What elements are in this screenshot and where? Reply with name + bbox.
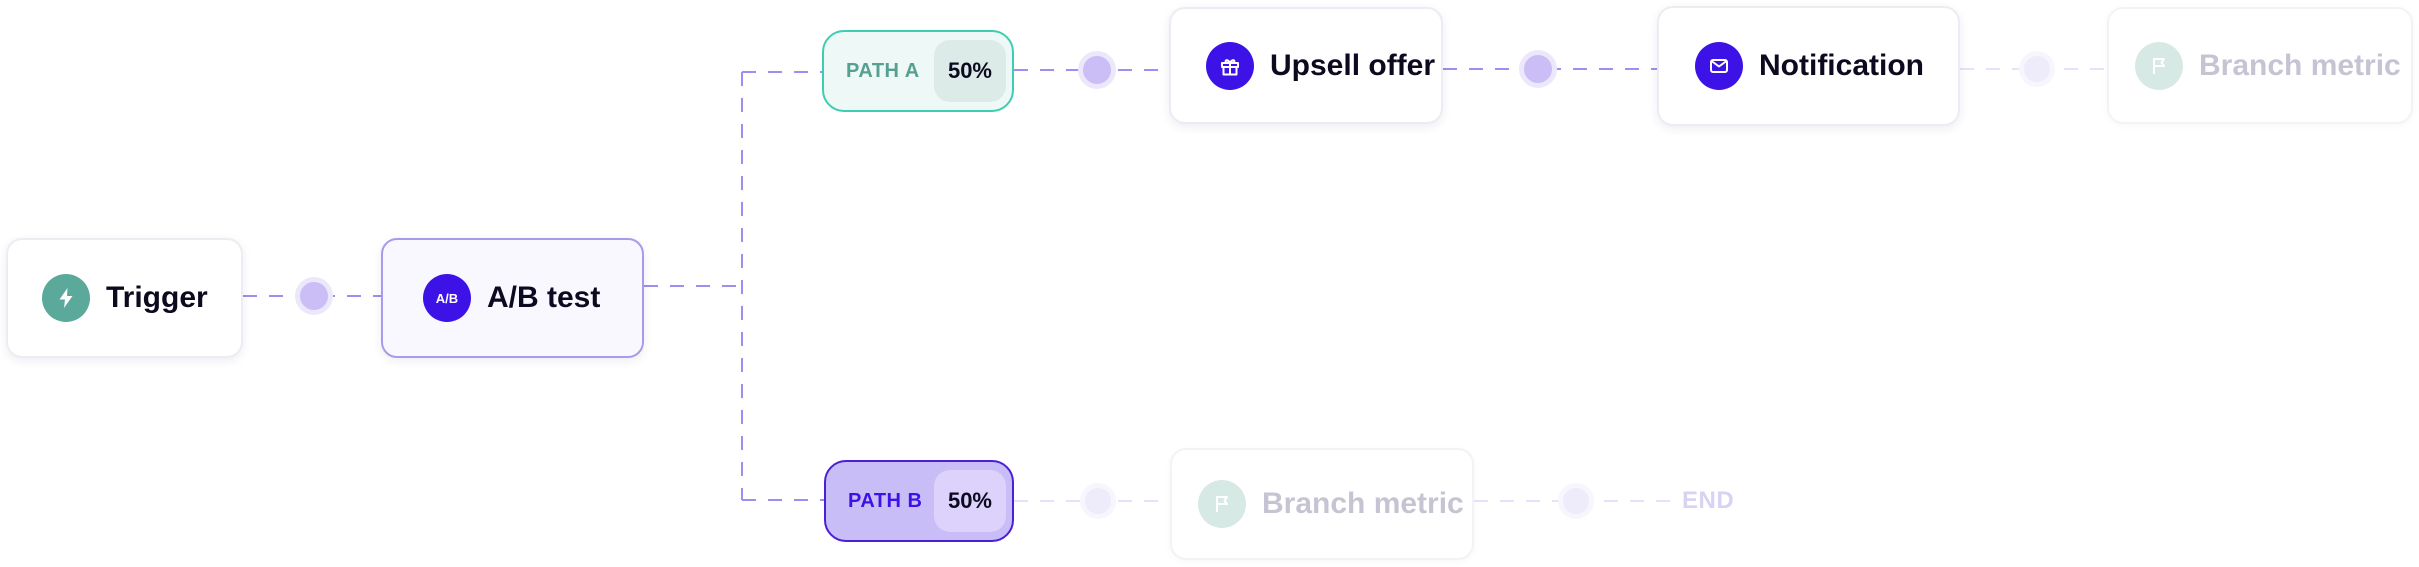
connector-dot[interactable] <box>1080 483 1116 519</box>
flag-icon <box>2135 41 2183 90</box>
path-b-pill[interactable]: PATH B 50% <box>824 460 1014 542</box>
connector-dot[interactable] <box>1078 51 1116 89</box>
connector-dot[interactable] <box>1519 50 1557 88</box>
flag-icon <box>1198 480 1246 528</box>
trigger-node[interactable]: Trigger <box>6 238 243 358</box>
path-percent: 50% <box>933 40 1006 102</box>
upsell-offer-node[interactable]: Upsell offer <box>1169 7 1443 124</box>
path-name: PATH B <box>848 489 923 512</box>
node-label: Trigger <box>106 281 208 314</box>
ab-split-icon: A/B <box>423 274 471 322</box>
node-label: Branch metric <box>1262 487 1464 520</box>
gift-icon <box>1206 41 1254 90</box>
branch-metric-node-a[interactable]: Branch metric <box>2107 7 2413 124</box>
envelope-icon <box>1695 42 1743 90</box>
path-name: PATH A <box>846 59 920 82</box>
branch-metric-node-b[interactable]: Branch metric <box>1170 448 1474 560</box>
node-label: A/B test <box>487 281 601 314</box>
path-a-pill[interactable]: PATH A 50% <box>822 30 1014 112</box>
connector-branch-split <box>644 71 824 501</box>
notification-node[interactable]: Notification <box>1657 6 1960 126</box>
node-label: Upsell offer <box>1270 48 1436 82</box>
connector-dot[interactable] <box>1558 483 1594 519</box>
connector-dot[interactable] <box>295 277 333 315</box>
ab-test-node[interactable]: A/B A/B test <box>381 238 644 358</box>
path-percent: 50% <box>933 470 1006 532</box>
node-label: Branch metric <box>2199 48 2401 82</box>
node-label: Notification <box>1759 49 1924 82</box>
end-label: END <box>1682 487 1735 514</box>
lightning-icon <box>42 274 90 322</box>
connector-dot[interactable] <box>2019 51 2055 87</box>
